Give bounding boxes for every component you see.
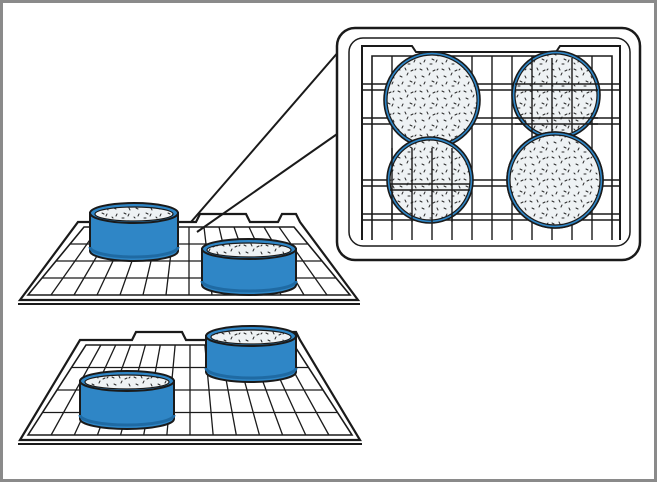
lower-oven-rack [18,325,362,445]
cake-batter [84,374,170,390]
cake-pan-top-view [511,50,601,140]
cake-pan-side [89,212,179,262]
cake-pan [88,202,180,262]
cake-pan [78,370,176,430]
zoom-rack-frame [361,45,621,240]
callout-lines [190,49,341,233]
upper-oven-rack [17,202,361,305]
cake-batter [206,242,292,258]
zoom-inset-border [335,26,642,262]
cake-batter [210,329,292,345]
cake-batter [386,54,478,146]
cake-batter [509,134,601,226]
cake-pan-base-shade [204,367,298,380]
cake-pan-base-shade [88,246,180,259]
cake-pan-top-view [386,136,474,224]
cake-batter [389,139,471,221]
zoom-inset [335,26,642,262]
cake-pan-top-view [383,51,481,149]
cake-pan-top-view [506,131,604,229]
cake-pan-base-shade [200,280,298,293]
cake-pan [200,238,298,296]
cake-batter [94,206,174,222]
cake-pan-side [201,248,297,296]
cake-pan-side [205,335,297,383]
cake-pan-side [79,380,175,430]
zoom-rack [361,45,621,240]
cake-pan-base-shade [78,414,176,427]
zoom-inset-inner-border [348,37,631,247]
cake-pan [204,325,298,383]
